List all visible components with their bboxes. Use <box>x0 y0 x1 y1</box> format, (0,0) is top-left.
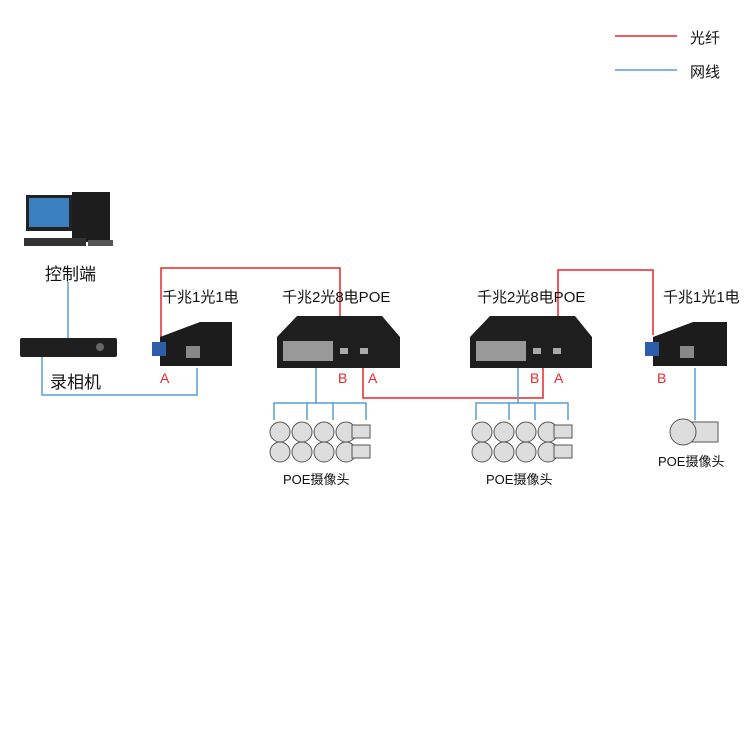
cable-line <box>475 402 569 420</box>
legend-fiber-label: 光纤 <box>690 30 721 47</box>
media-converter-right-icon <box>645 322 727 366</box>
cable-line <box>273 402 367 420</box>
port-label: A <box>368 370 378 386</box>
converter-left-label: 千兆1光1电 <box>162 289 239 306</box>
camera-right-label: POE摄像头 <box>658 454 725 469</box>
poe-switch-left-icon <box>277 316 400 368</box>
fiber-line <box>362 368 544 399</box>
legend-cable-label: 网线 <box>690 64 721 81</box>
media-converter-left-icon <box>152 322 232 366</box>
control-label: 控制端 <box>45 265 96 284</box>
cameras-left-label: POE摄像头 <box>283 472 350 487</box>
switch-left-label: 千兆2光8电POE <box>282 289 391 306</box>
port-label: B <box>338 370 348 386</box>
fiber-line <box>160 267 341 340</box>
port-label: B <box>657 370 667 386</box>
cable-line <box>41 357 198 396</box>
poe-switch-right-icon <box>470 316 592 368</box>
camera-group-left-icon <box>269 421 371 463</box>
cameras-mid-label: POE摄像头 <box>486 472 553 487</box>
recorder-label: 录相机 <box>50 373 101 392</box>
port-label: A <box>160 370 170 386</box>
recorder-icon <box>20 338 117 357</box>
port-label: B <box>530 370 540 386</box>
fiber-line <box>557 269 654 335</box>
port-label: A <box>554 370 564 386</box>
switch-right-label: 千兆2光8电POE <box>477 289 586 306</box>
camera-right-icon <box>669 418 719 446</box>
computer-icon <box>24 192 113 246</box>
camera-group-mid-icon <box>471 421 573 463</box>
converter-right-label: 千兆1光1电 <box>663 289 740 306</box>
